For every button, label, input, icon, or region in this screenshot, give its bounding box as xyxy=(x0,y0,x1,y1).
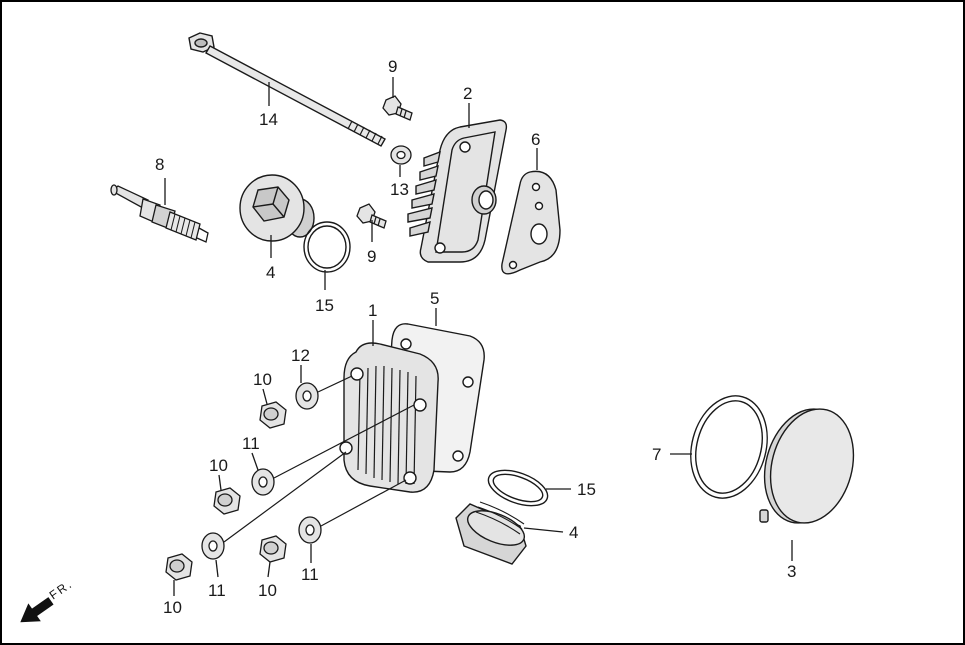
cap-nut-part-10-b xyxy=(213,487,241,515)
callout-10-d: 10 xyxy=(258,581,277,600)
callout-6: 6 xyxy=(531,130,540,149)
callout-13: 13 xyxy=(390,180,409,199)
spark-plug-part-8 xyxy=(110,184,209,243)
cap-nut-part-10-c xyxy=(165,553,193,581)
washer-part-11-b xyxy=(201,532,225,560)
plug-part-4-lower xyxy=(455,501,527,565)
callout-9-lower: 9 xyxy=(367,247,376,266)
callout-10-a: 10 xyxy=(253,370,272,389)
callout-9-top: 9 xyxy=(388,57,397,76)
front-direction-arrow-icon xyxy=(20,597,54,623)
callout-5: 5 xyxy=(430,289,439,308)
callout-11-c: 11 xyxy=(301,565,319,584)
callout-11-b: 11 xyxy=(208,581,226,600)
washer-part-12 xyxy=(295,382,319,410)
callout-15-top: 15 xyxy=(315,296,334,315)
cap-nut-part-10-d xyxy=(259,535,287,563)
front-direction-indicator: FR. xyxy=(20,576,76,623)
callout-8: 8 xyxy=(155,155,164,174)
callout-14: 14 xyxy=(259,110,278,129)
round-cover-part-3 xyxy=(759,408,855,524)
callout-10-b: 10 xyxy=(209,456,228,475)
leader-lines xyxy=(164,77,793,596)
washer-part-11-c xyxy=(298,516,322,544)
callout-11-a: 11 xyxy=(242,434,260,453)
cap-part-4-top xyxy=(239,174,315,242)
callout-3: 3 xyxy=(787,562,796,581)
front-direction-label: FR. xyxy=(47,576,76,602)
o-ring-part-7 xyxy=(690,395,768,499)
callout-10-c: 10 xyxy=(163,598,182,617)
callout-15-lower: 15 xyxy=(577,480,596,499)
callout-labels: 1 2 3 4 4 5 6 7 8 9 9 10 10 10 10 11 11 … xyxy=(155,57,796,617)
assembly-lines xyxy=(223,375,415,543)
callout-4-lower: 4 xyxy=(569,523,578,542)
gasket-part-6 xyxy=(501,170,561,275)
o-ring-part-15-lower xyxy=(487,469,549,507)
bolt-part-9-lower xyxy=(356,203,387,229)
washer-part-11-a xyxy=(251,468,275,496)
callout-12: 12 xyxy=(291,346,310,365)
cap-nut-part-10-a xyxy=(259,401,287,429)
callout-7: 7 xyxy=(652,445,661,464)
callout-1: 1 xyxy=(368,301,377,320)
callout-4-top: 4 xyxy=(266,263,275,282)
washer-part-13 xyxy=(390,145,412,165)
o-ring-part-15-top xyxy=(303,221,351,273)
bolt-part-9-top xyxy=(382,95,413,121)
callout-2: 2 xyxy=(463,84,472,103)
stud-bolt-part-14 xyxy=(188,32,386,147)
side-cover-part-2 xyxy=(407,119,508,263)
